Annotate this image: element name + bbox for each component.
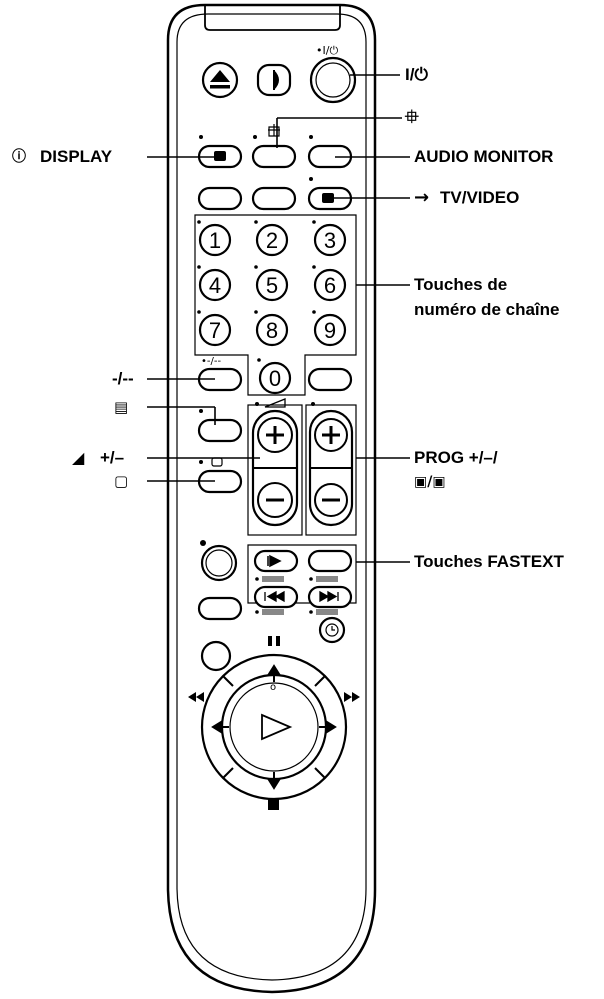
power-button[interactable]: •I/⏻ [309, 44, 357, 104]
number-key-label: 8 [266, 318, 278, 343]
fastext-play-key[interactable] [253, 549, 299, 582]
input-select-icon: → [414, 187, 430, 208]
blank-button-1[interactable] [197, 186, 243, 211]
eject-button[interactable] [201, 61, 239, 99]
volume-rocker[interactable] [251, 398, 299, 527]
channel-keys-label-line2: numéro de chaîne [414, 300, 560, 319]
mute-button[interactable] [197, 457, 243, 494]
number-key-9[interactable]: 9 [312, 310, 347, 347]
remote-body-inner [176, 13, 367, 981]
volume-box [247, 404, 303, 536]
number-key-4[interactable]: 4 [197, 265, 232, 302]
tracking-button[interactable] [251, 124, 297, 169]
dash-button[interactable]: •-/-- [197, 356, 243, 392]
fastext-keys [253, 549, 353, 609]
channel-keys-label-line1: Touches de [414, 275, 508, 294]
number-key-label: 0 [269, 366, 281, 391]
tracking-icon: ⯐ [405, 107, 419, 128]
number-key-label: 9 [324, 318, 336, 343]
record-button[interactable] [200, 540, 238, 582]
blank-button-2[interactable] [251, 186, 297, 211]
fastext-forward-key[interactable] [307, 585, 353, 609]
teletext-button[interactable] [197, 409, 243, 443]
number-keys: 1 2 3 4 5 6 7 8 9 0 [197, 220, 347, 395]
timer-button[interactable] [318, 616, 346, 644]
power-top-label: •I/⏻ [316, 44, 338, 57]
fastext-rewind-key[interactable] [253, 585, 299, 609]
blank-button-3[interactable] [307, 367, 353, 392]
number-key-label: 6 [324, 273, 336, 298]
blank-button-4[interactable] [197, 596, 243, 621]
number-key-3[interactable]: 3 [312, 220, 347, 257]
teletext-page-icons: ▣/▣ [414, 474, 446, 490]
number-key-8[interactable]: 8 [254, 310, 289, 347]
volume-label: +/– [100, 448, 125, 467]
number-key-2[interactable]: 2 [254, 220, 289, 257]
number-key-label: 7 [209, 318, 221, 343]
dash-label: -/-- [112, 369, 134, 388]
volume-icon: ◢ [72, 448, 85, 467]
number-key-1[interactable]: 1 [197, 220, 232, 257]
fastext-label: Touches FASTEXT [414, 552, 564, 571]
dash-small-label: •-/-- [201, 356, 221, 367]
audio-monitor-label: AUDIO MONITOR [414, 147, 554, 166]
number-key-label: 2 [266, 228, 278, 253]
number-key-5[interactable]: 5 [254, 265, 289, 302]
number-key-6[interactable]: 6 [312, 265, 347, 302]
number-key-7[interactable]: 7 [197, 310, 232, 347]
transport-dial[interactable]: o [188, 636, 360, 810]
fastext-bottom-bars [255, 609, 338, 615]
tv-video-button[interactable] [307, 177, 353, 211]
audio-monitor-button[interactable] [307, 135, 353, 169]
tape-button[interactable] [256, 63, 292, 97]
number-key-0[interactable]: 0 [257, 358, 292, 395]
number-keys-box [194, 214, 357, 396]
number-key-label: 3 [324, 228, 336, 253]
remote-body [166, 3, 377, 994]
prog-rocker[interactable] [308, 402, 354, 527]
display-label: DISPLAY [40, 147, 113, 166]
number-key-label: 5 [266, 273, 278, 298]
display-button[interactable] [197, 135, 243, 169]
number-key-label: 1 [209, 228, 221, 253]
fastext-blank-key[interactable] [307, 549, 353, 582]
play-dot: o [270, 682, 276, 693]
fastext-outline [247, 544, 357, 604]
tv-video-label: TV/VIDEO [440, 188, 520, 207]
power-label: I/⏻ [405, 65, 428, 84]
prog-box [305, 404, 357, 536]
prog-label: PROG +/–/ [414, 448, 498, 467]
remote-notch [204, 5, 341, 31]
blank-round-button[interactable] [200, 640, 232, 672]
leader-lines [147, 74, 410, 563]
display-icon: ⓘ [12, 149, 26, 165]
teletext-icon: ▤ [114, 398, 129, 416]
number-key-label: 4 [209, 273, 221, 298]
mute-icon: ▢ [114, 472, 129, 490]
